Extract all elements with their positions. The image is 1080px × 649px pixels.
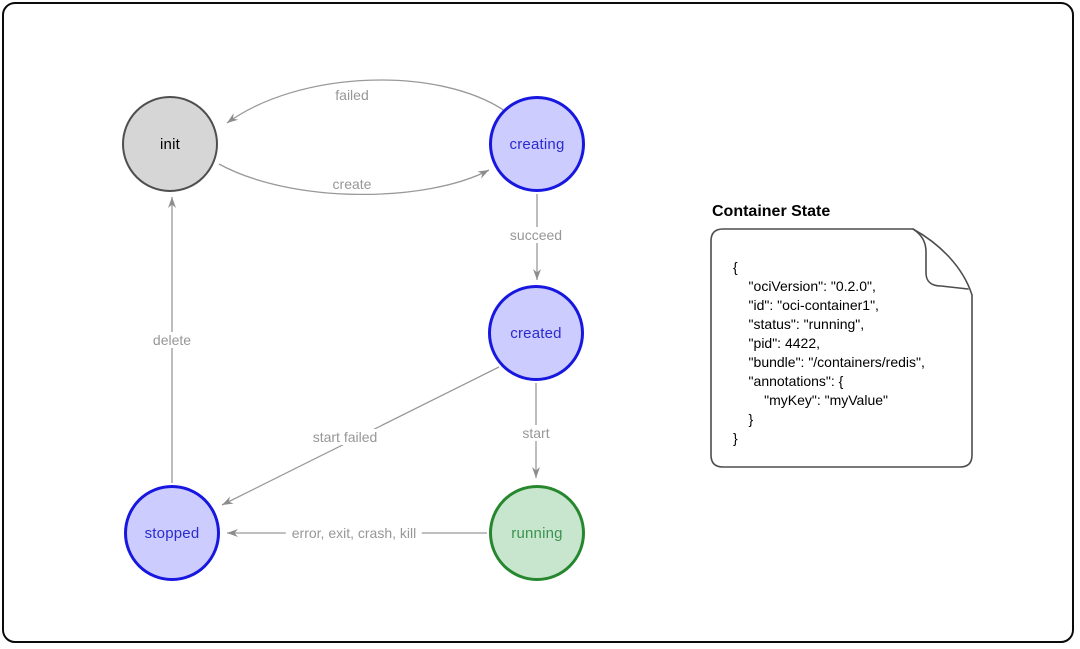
edge-label-error-exit-crash-kill: error, exit, crash, kill: [285, 525, 423, 541]
note-shape: [710, 228, 973, 468]
state-node-init: init: [122, 96, 218, 192]
edge-failed-path: [226, 79, 506, 124]
state-node-stopped: stopped: [124, 485, 220, 581]
edge-label-succeed: succeed: [503, 227, 569, 243]
note-fold: [912, 228, 969, 290]
state-node-running-label: running: [511, 524, 563, 542]
edge-label-start: start: [516, 425, 556, 441]
state-node-created-label: created: [510, 324, 562, 342]
state-node-running: running: [489, 485, 585, 581]
state-node-created: created: [488, 285, 584, 381]
edge-label-failed: failed: [329, 87, 375, 103]
edge-label-delete: delete: [146, 332, 198, 348]
edge-label-start-failed: start failed: [306, 429, 384, 445]
note-title: Container State: [712, 203, 831, 220]
state-node-stopped-label: stopped: [144, 524, 200, 542]
note-json-code: { "ociVersion": "0.2.0", "id": "oci-cont…: [733, 259, 925, 446]
edge-label-create: create: [326, 176, 378, 192]
state-node-creating: creating: [489, 96, 585, 192]
state-node-creating-label: creating: [509, 135, 565, 153]
state-node-init-label: init: [160, 135, 180, 153]
edge-create-path: [218, 163, 490, 196]
